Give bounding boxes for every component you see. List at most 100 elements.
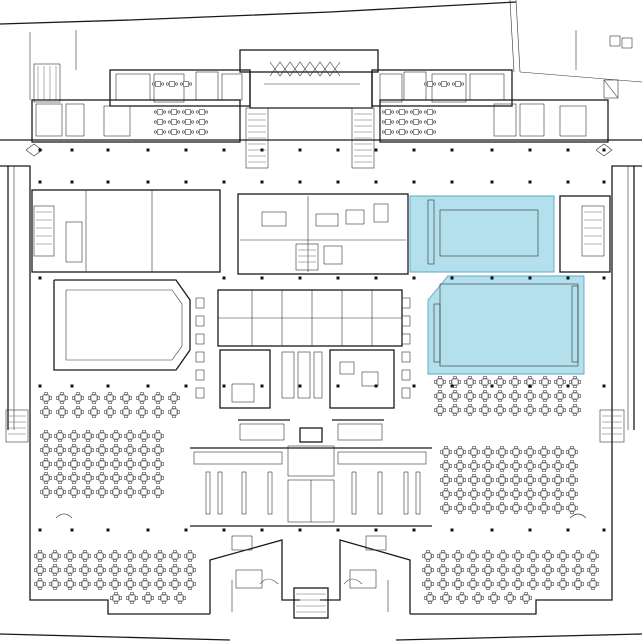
chair	[477, 478, 480, 482]
chair	[182, 110, 185, 114]
chair	[124, 554, 127, 558]
chair	[482, 568, 485, 572]
chair	[501, 587, 505, 590]
column	[490, 384, 494, 388]
chair	[424, 82, 427, 86]
chair	[114, 458, 118, 461]
table	[141, 580, 149, 588]
chair	[105, 462, 108, 466]
table	[540, 476, 548, 484]
chair	[472, 469, 476, 472]
chair	[547, 478, 550, 482]
chair	[536, 554, 539, 558]
chair	[456, 573, 460, 576]
table	[170, 394, 178, 402]
chair	[426, 550, 430, 553]
table	[436, 378, 444, 386]
chair	[119, 434, 122, 438]
chair	[168, 410, 171, 414]
table	[466, 406, 474, 414]
chair	[173, 578, 177, 581]
column	[602, 148, 606, 152]
chair	[77, 448, 80, 452]
chair	[105, 476, 108, 480]
chair	[60, 392, 64, 395]
chair	[94, 568, 97, 572]
chair	[561, 478, 564, 482]
chair	[114, 486, 118, 489]
chair	[570, 474, 574, 477]
chair	[49, 410, 52, 414]
chair	[58, 582, 61, 586]
chair	[49, 434, 52, 438]
chair	[133, 476, 136, 480]
chair	[452, 582, 455, 586]
chair	[546, 564, 550, 567]
chair	[156, 415, 160, 418]
chair	[563, 394, 566, 398]
table	[42, 488, 50, 496]
chair	[513, 413, 517, 416]
table	[470, 462, 478, 470]
table	[456, 504, 464, 512]
table	[70, 488, 78, 496]
table	[51, 580, 59, 588]
table	[112, 594, 120, 602]
table	[454, 552, 462, 560]
chair	[128, 430, 132, 433]
chair	[528, 376, 532, 379]
chair	[161, 410, 164, 414]
chair	[441, 564, 445, 567]
chair	[104, 410, 107, 414]
chair	[77, 490, 80, 494]
table	[96, 552, 104, 560]
table	[544, 566, 552, 574]
chair	[142, 444, 146, 447]
chair	[454, 506, 457, 510]
chair	[114, 481, 118, 484]
chair	[96, 462, 99, 466]
chair	[458, 469, 462, 472]
chair	[546, 587, 550, 590]
chair	[172, 406, 176, 409]
chair	[453, 413, 457, 416]
chair	[557, 582, 560, 586]
chair	[424, 130, 427, 134]
chair	[528, 511, 532, 514]
chair	[142, 467, 146, 470]
chair	[542, 474, 546, 477]
table	[98, 488, 106, 496]
chair	[528, 469, 532, 472]
table	[498, 476, 506, 484]
chair	[86, 453, 90, 456]
chair	[482, 582, 485, 586]
chair	[49, 396, 52, 400]
structural-columns	[38, 148, 606, 532]
chair	[521, 582, 524, 586]
chair	[184, 568, 187, 572]
chair	[98, 578, 102, 581]
chair	[542, 582, 545, 586]
chair	[58, 568, 61, 572]
table	[70, 446, 78, 454]
chair	[456, 559, 460, 562]
chair	[161, 434, 164, 438]
table	[442, 504, 450, 512]
chair	[468, 404, 472, 407]
chair	[147, 448, 150, 452]
chair	[113, 573, 117, 576]
chair	[100, 495, 104, 498]
chair	[458, 488, 462, 491]
chair	[477, 492, 480, 496]
chair	[83, 573, 87, 576]
table	[427, 129, 433, 135]
table	[559, 580, 567, 588]
chair	[556, 511, 560, 514]
chair	[114, 601, 118, 604]
chair	[110, 596, 113, 600]
column	[298, 276, 302, 280]
chair	[476, 568, 479, 572]
table	[413, 119, 419, 125]
column	[490, 528, 494, 532]
chair	[501, 550, 505, 553]
